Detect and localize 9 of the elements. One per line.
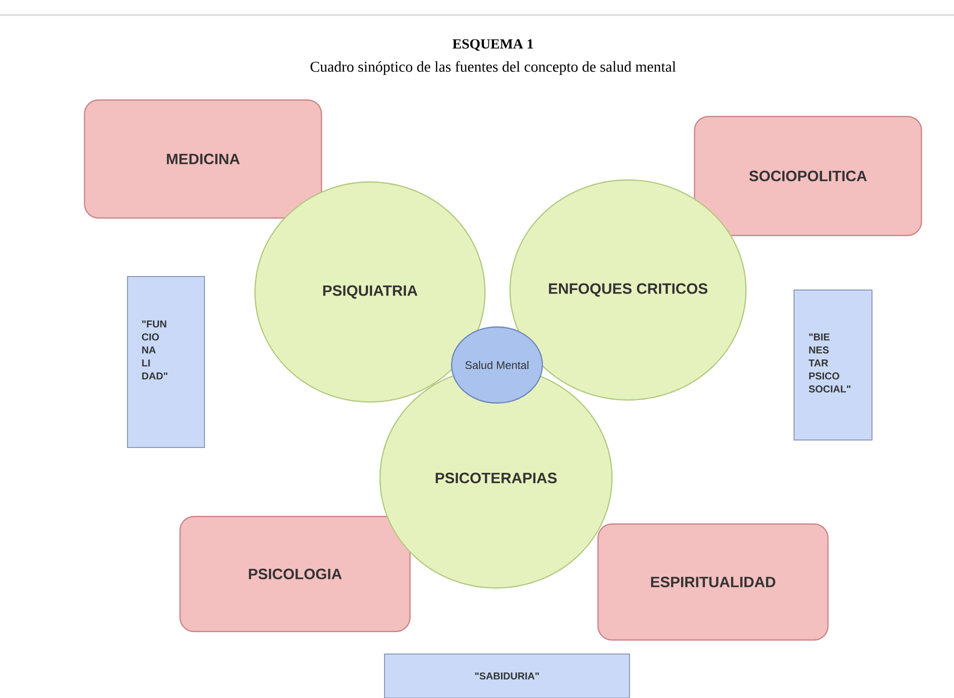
source-box: ESPIRITUALIDAD	[597, 523, 829, 641]
source-box: MEDICINA	[84, 99, 322, 219]
source-box: SOCIOPOLITICA	[694, 116, 922, 236]
source-box: PSICOLOGIA	[179, 516, 411, 632]
value-box: "SABIDURIA"	[384, 654, 630, 698]
value-box: "BIE NES TAR PSICO SOCIAL"	[794, 290, 872, 440]
value-box: "FUN CIO NA LI DAD"	[127, 276, 205, 448]
title: ESQUEMA 1	[452, 39, 533, 51]
caption: Cuadro sinóptico de las fuentes del concepto de salud mental	[310, 61, 676, 75]
